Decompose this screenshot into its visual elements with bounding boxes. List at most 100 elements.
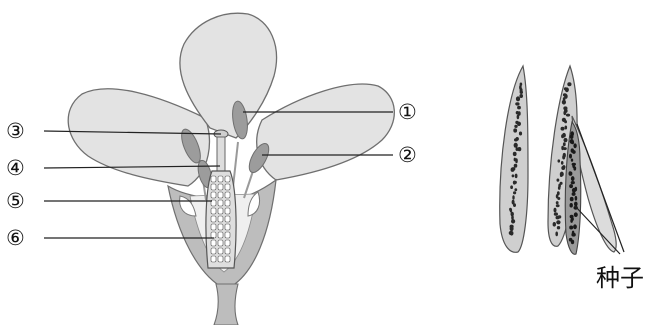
pod-speckle (517, 122, 521, 126)
ovule (225, 232, 230, 238)
pod-speckle (554, 212, 558, 215)
ovule (218, 232, 223, 238)
pod-speckle (561, 127, 565, 131)
seed-caption: 种子 (596, 264, 644, 292)
pod-speckle (558, 159, 561, 162)
ovule (218, 216, 223, 222)
flower-longitudinal-section (68, 13, 394, 325)
pod-speckle (569, 226, 573, 230)
ovule (211, 240, 216, 246)
pod-speckle (513, 128, 517, 132)
pod-speckle (573, 224, 577, 229)
pod-speckle (513, 152, 517, 156)
pod-speckle (558, 186, 561, 190)
pod-speckle (516, 147, 519, 151)
pod-speckle (562, 155, 565, 159)
label-5: ⑤ (6, 189, 25, 213)
pod-speckle (571, 159, 573, 162)
pod-speckle (511, 219, 515, 223)
ovule-grid (211, 176, 230, 262)
ovule (211, 184, 216, 190)
pod-speckle (556, 204, 560, 207)
pod-speckle (512, 195, 514, 200)
pod-speckle (513, 191, 516, 194)
ovule (225, 248, 230, 254)
ovule (218, 176, 223, 182)
pod-speckle (557, 226, 560, 229)
pod-speckle (557, 197, 560, 200)
pod-speckle (556, 220, 560, 224)
pod-speckle (519, 132, 522, 136)
label-6: ⑥ (6, 226, 25, 250)
label-1: ① (398, 100, 417, 124)
pod-speckle (515, 174, 518, 179)
ovule (225, 240, 230, 246)
pod-speckle (563, 111, 566, 115)
ovule (218, 208, 223, 214)
pod-speckle (567, 82, 571, 86)
ovule (211, 208, 216, 214)
pod-speckle (515, 102, 519, 105)
ovule (225, 224, 230, 230)
pod-speckle (517, 115, 520, 120)
ovule (218, 224, 223, 230)
pod-speckle (556, 201, 559, 204)
ovule (225, 208, 230, 214)
pod-speckle (514, 138, 518, 141)
ovule (218, 200, 223, 206)
pod-speckle (570, 197, 574, 201)
pod-speckle (519, 94, 523, 98)
pod-speckle (513, 181, 516, 185)
ovule (225, 216, 230, 222)
pod-speckle (517, 106, 521, 110)
ovule (211, 256, 216, 262)
ovule (218, 240, 223, 246)
pod-speckle (563, 142, 566, 146)
ovule (218, 192, 223, 198)
label-3: ③ (6, 119, 25, 143)
pod-speckle (562, 100, 566, 105)
pod-speckle (574, 212, 578, 217)
pod-speckle (575, 196, 578, 201)
pod-speckle (565, 87, 569, 92)
pod-speckle (514, 164, 518, 168)
ovule (211, 176, 216, 182)
right-petal (257, 84, 395, 180)
ovule (225, 192, 230, 198)
pod-speckle (553, 222, 556, 227)
pod-speckle (560, 174, 563, 177)
ovule (225, 256, 230, 262)
pod-speckle (573, 143, 576, 148)
label-4: ④ (6, 156, 25, 180)
ovule (211, 232, 216, 238)
pod-speckle (572, 192, 576, 196)
ovule (218, 248, 223, 254)
pod-speckle (564, 120, 567, 123)
pod-speckle (571, 181, 575, 184)
pod-speckle (571, 240, 574, 244)
ovule (225, 200, 230, 206)
ovule (211, 192, 216, 198)
ovule (218, 184, 223, 190)
pod-speckle (561, 134, 564, 138)
ovule (218, 256, 223, 262)
pod-speckle (570, 135, 573, 138)
pod-speckle (574, 202, 578, 207)
pod-speckle (512, 174, 515, 177)
pod-speckle (557, 179, 560, 182)
pod-speckle (514, 125, 517, 128)
ovule (211, 224, 216, 230)
pod-speckle (513, 203, 516, 207)
pod-speckle (514, 143, 518, 148)
pod-speckle (573, 166, 576, 170)
pod-speckle (510, 226, 514, 231)
flower-stem (214, 284, 238, 325)
pod-speckle (554, 208, 557, 213)
ovule (225, 184, 230, 190)
pod-speckle (516, 96, 520, 101)
pod-speckle (569, 184, 573, 188)
seed-pods: 种子 (500, 66, 644, 292)
label-2: ② (398, 143, 417, 167)
pod-speckle (510, 185, 513, 189)
